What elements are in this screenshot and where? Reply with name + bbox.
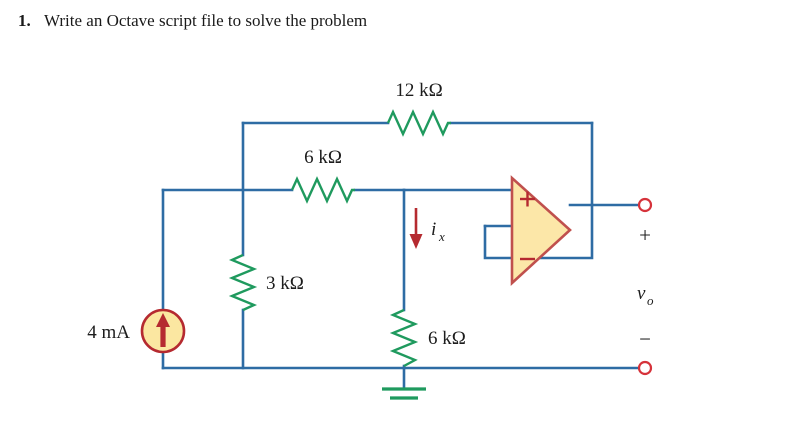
opamp (510, 175, 572, 286)
output-voltage-subscript: o (647, 293, 654, 308)
resistor-6k-shunt: 6 kΩ (389, 308, 466, 368)
resistor-12k: 12 kΩ (386, 80, 451, 137)
output-plus-sign: + (639, 223, 651, 247)
resistor-12k-zigzag (386, 109, 451, 137)
output-minus-sign: − (639, 327, 651, 351)
ix-label-subscript: x (438, 229, 445, 244)
resistor-3k-label: 3 kΩ (266, 273, 304, 294)
problem-text: Write an Octave script file to solve the… (44, 11, 368, 30)
resistor-6k-series-label: 6 kΩ (304, 147, 342, 168)
current-source: 4 mA (87, 308, 186, 354)
current-ix-indicator: i x (409, 208, 445, 249)
resistor-3k: 3 kΩ (228, 253, 304, 312)
resistor-6k-shunt-zigzag (389, 308, 419, 368)
resistor-6k-shunt-label: 6 kΩ (428, 328, 466, 349)
problem-number: 1. (18, 11, 31, 30)
output-terminals: + − v o (637, 197, 654, 376)
ix-arrow-head-icon (409, 234, 423, 249)
output-terminal-negative-dot (637, 360, 653, 376)
resistor-3k-zigzag (228, 253, 258, 312)
ground-symbol (382, 387, 426, 400)
problem-heading: 1. Write an Octave script file to solve t… (18, 10, 778, 32)
opamp-plus-icon (520, 191, 535, 207)
ix-label-symbol: i (431, 219, 436, 240)
resistor-6k-series: 6 kΩ (290, 147, 355, 204)
opamp-triangle (510, 175, 572, 286)
output-voltage-symbol: v (637, 283, 646, 304)
circuit-diagram: 12 kΩ 6 kΩ 3 kΩ 6 kΩ 4 mA (0, 48, 804, 440)
current-source-arrow-icon (156, 313, 170, 347)
resistor-6k-series-zigzag (290, 176, 355, 204)
resistor-12k-label: 12 kΩ (395, 80, 442, 101)
current-source-label: 4 mA (87, 322, 130, 343)
output-terminal-positive-dot (637, 197, 653, 213)
